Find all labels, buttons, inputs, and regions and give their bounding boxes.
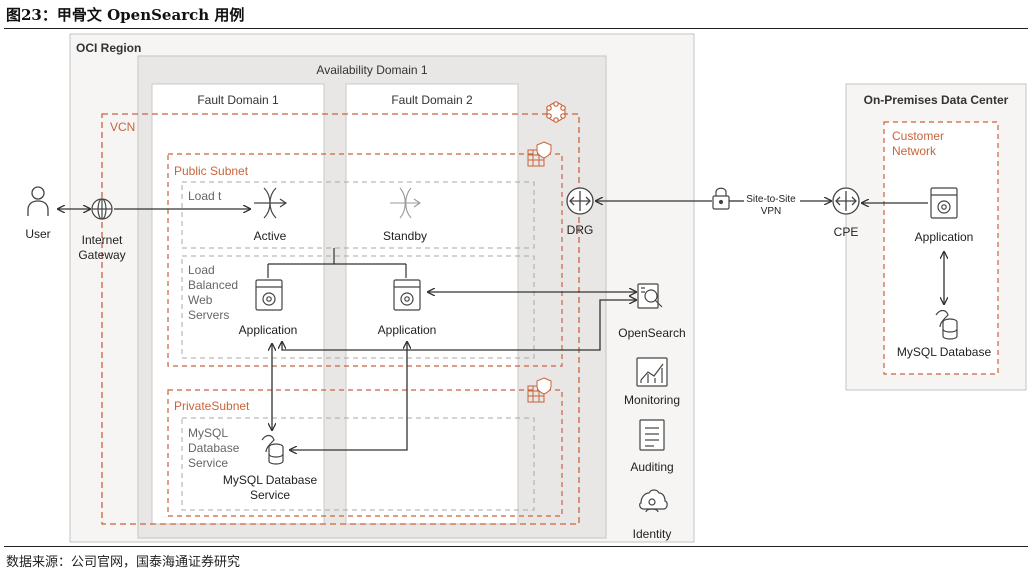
web-servers-label-4: Servers: [188, 308, 229, 322]
mysql-service-label-2: Service: [250, 488, 290, 502]
user-icon: [27, 186, 49, 216]
load-balancer-box: [181, 181, 535, 249]
identity-icon: [639, 489, 668, 513]
drg-icon: [566, 187, 594, 215]
web-servers-label-3: Web: [188, 293, 213, 307]
mysql-service-label-1: MySQL Database: [223, 473, 318, 487]
standby-load-balancer-icon: [390, 187, 421, 219]
internet-gateway-icon: [91, 198, 113, 220]
mysql-box-label-3: Service: [188, 456, 228, 470]
app2-mysql-arrow: [290, 342, 407, 450]
public-subnet-label: Public Subnet: [174, 164, 249, 178]
cpe-label: CPE: [834, 225, 859, 239]
monitoring-label: Monitoring: [624, 393, 680, 407]
web-servers-label-1: Load: [188, 263, 215, 277]
customer-network-box: [883, 121, 999, 375]
private-subnet-label: PrivateSubnet: [174, 399, 250, 413]
auditing-icon: [639, 419, 665, 451]
private-subnet-box: [167, 389, 563, 517]
app1-opensearch-arrow: [282, 300, 636, 351]
mysql-box-label-2: Database: [188, 441, 240, 455]
opensearch-icon: [637, 283, 663, 309]
top-rule: [4, 28, 1028, 29]
auditing-label: Auditing: [630, 460, 673, 474]
application-2-icon: [393, 279, 421, 311]
active-label: Active: [254, 229, 287, 243]
figure-title: 图23：甲骨文 OpenSearch 用例: [6, 6, 245, 24]
bottom-rule: [4, 546, 1028, 547]
active-load-balancer-icon: [254, 187, 288, 219]
source-note: 数据来源：公司官网，国泰海通证券研究: [6, 555, 241, 570]
onprem-mysql-icon: [935, 309, 958, 340]
vcn-label: VCN: [110, 120, 135, 134]
application-2-label: Application: [378, 323, 437, 337]
fault-domain-2-box: [345, 83, 519, 525]
mysql-service-icon: [261, 434, 284, 465]
onprem-mysql-label: MySQL Database: [897, 345, 992, 359]
user-label: User: [25, 227, 50, 241]
cpe-icon: [832, 187, 860, 215]
application-1-label: Application: [239, 323, 298, 337]
fault-domain-2-label: Fault Domain 2: [391, 93, 473, 107]
vpn-label-1: Site-to-Site: [746, 194, 796, 205]
vcn-icon: [546, 101, 566, 123]
internet-gateway-label-1: Internet: [82, 233, 123, 247]
standby-label: Standby: [383, 229, 427, 243]
identity-label: Identity: [633, 527, 672, 541]
fault-domain-1-label: Fault Domain 1: [197, 93, 279, 107]
mysql-box-label-1: MySQL: [188, 426, 228, 440]
monitoring-icon: [636, 357, 668, 387]
customer-network-label-2: Network: [892, 144, 937, 158]
on-premises-label: On-Premises Data Center: [864, 93, 1009, 107]
availability-domain-label: Availability Domain 1: [316, 63, 427, 77]
drg-label: DRG: [567, 223, 594, 237]
customer-network-label-1: Customer: [892, 129, 944, 143]
application-1-icon: [255, 279, 283, 311]
private-security-list-icon: [527, 377, 552, 403]
web-servers-label-2: Balanced: [188, 278, 238, 292]
lb-to-app-connector: [267, 248, 407, 278]
lock-icon: [712, 187, 730, 210]
security-list-icon: [527, 141, 552, 167]
oci-region-label: OCI Region: [76, 41, 141, 55]
onprem-application-label: Application: [915, 230, 974, 244]
vpn-label-2: VPN: [761, 206, 782, 217]
opensearch-label: OpenSearch: [618, 326, 685, 340]
internet-gateway-label-2: Gateway: [78, 248, 125, 262]
onprem-application-icon: [930, 187, 958, 219]
fault-domain-1-box: [151, 83, 325, 525]
load-balancer-label: Load t: [188, 189, 222, 203]
